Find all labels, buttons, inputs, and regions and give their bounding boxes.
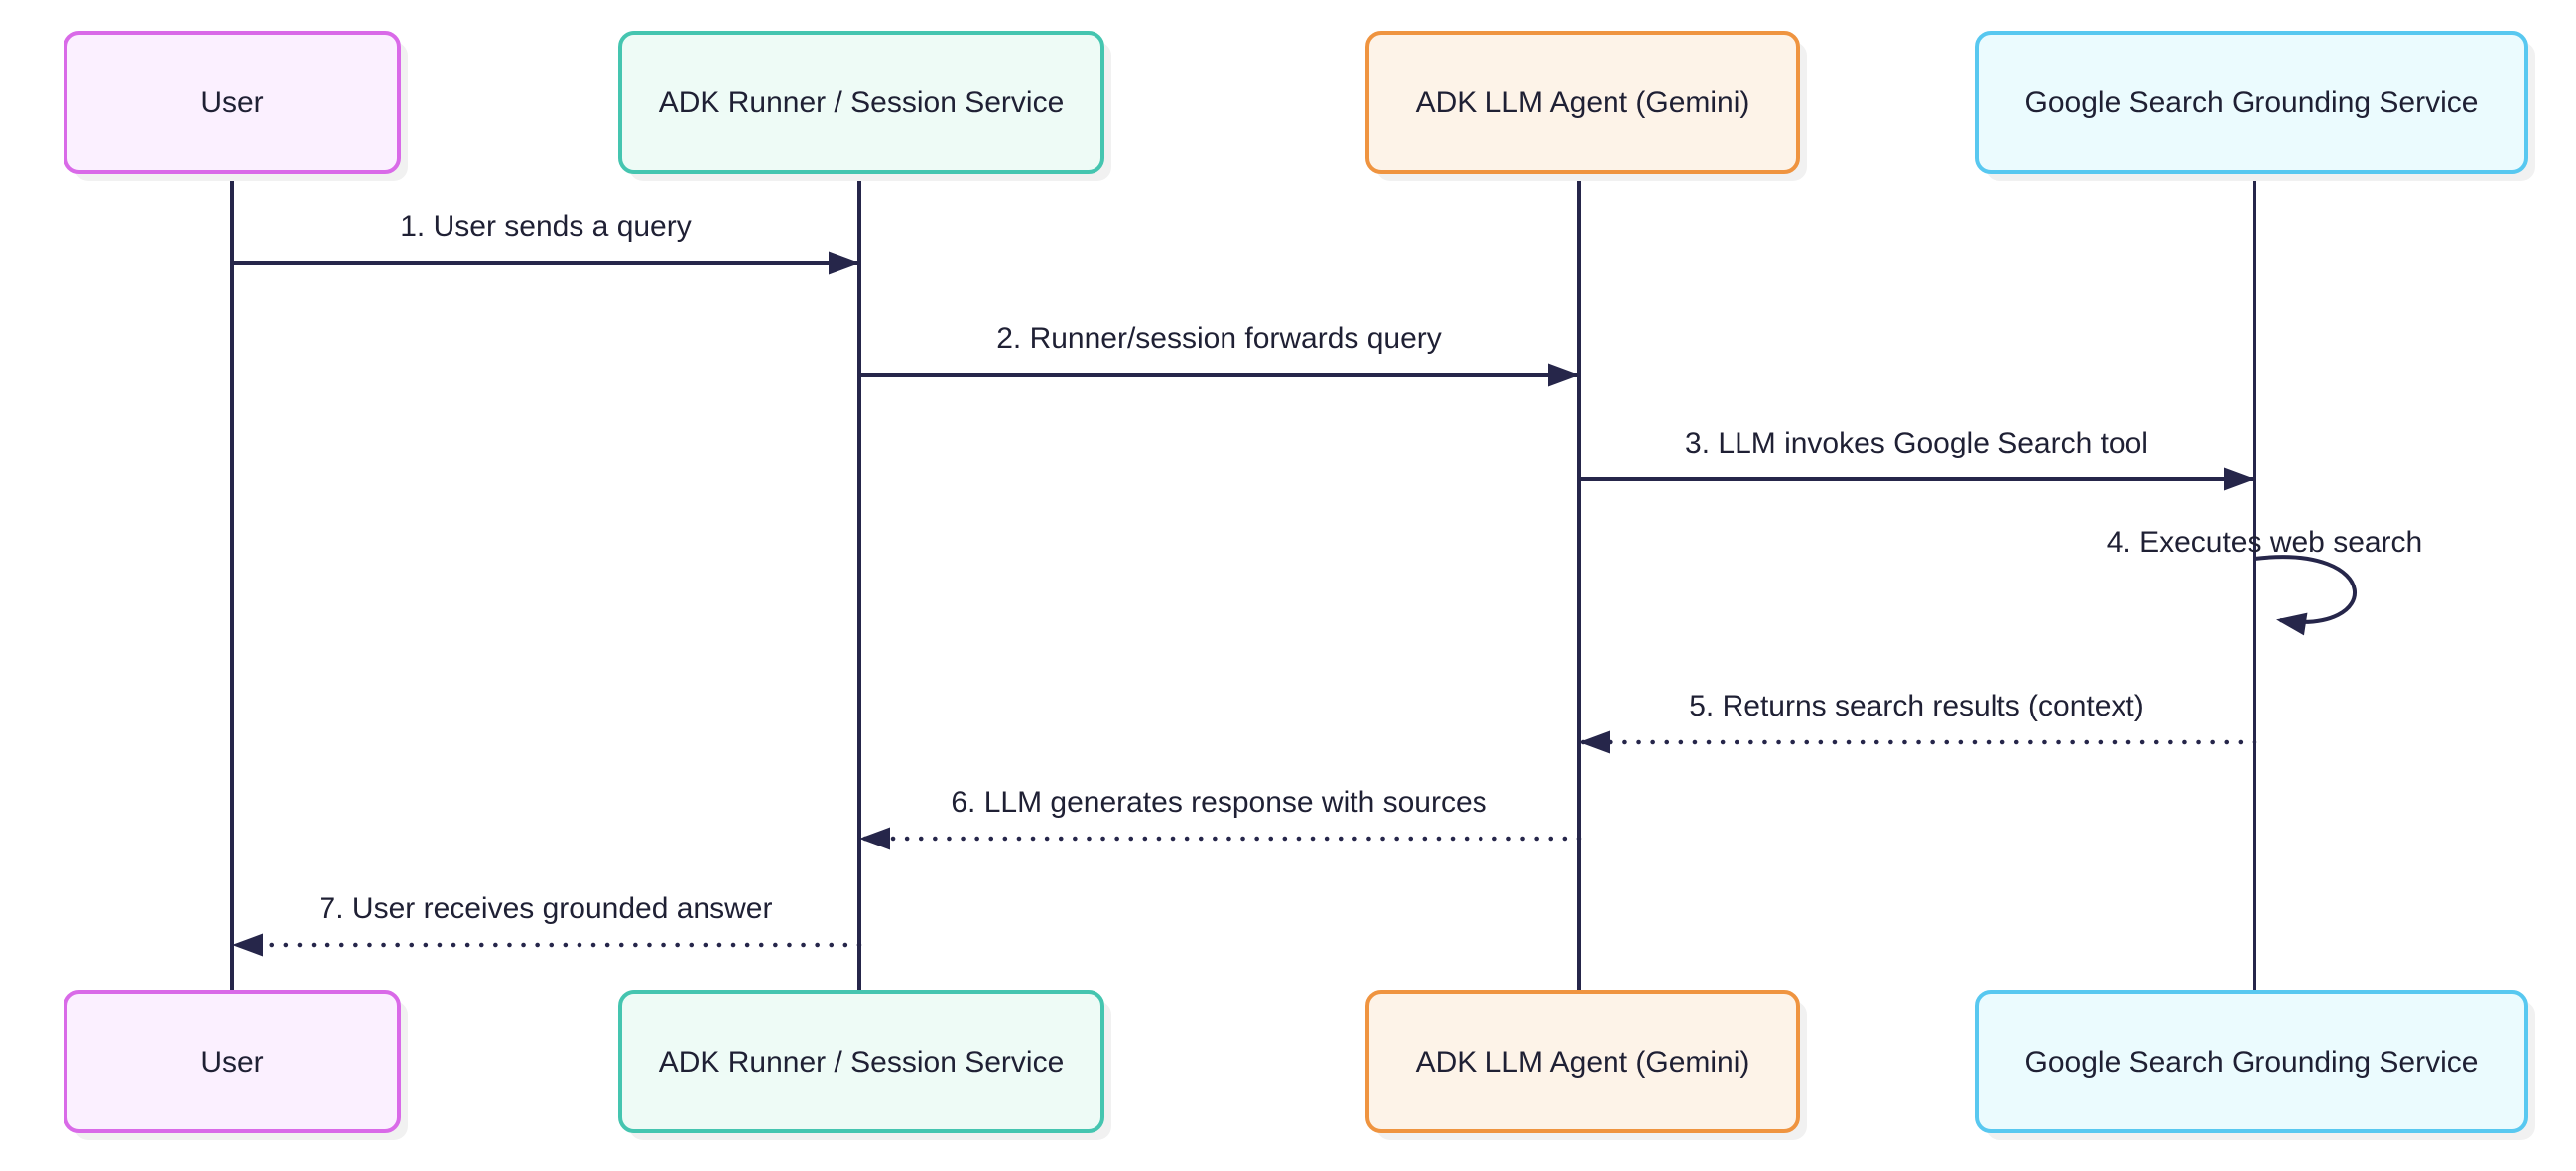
actor-box-search-bottom[interactable]: Google Search Grounding Service	[1975, 990, 2535, 1140]
actor-box-rect[interactable]	[1365, 31, 1800, 174]
actor-box-runner-top[interactable]: ADK Runner / Session Service	[618, 31, 1111, 181]
message-2[interactable]: 2. Runner/session forwards query	[859, 323, 1579, 387]
actor-box-rect[interactable]	[64, 31, 401, 174]
actor-box-rect[interactable]	[618, 31, 1104, 174]
message-5[interactable]: 5. Returns search results (context)	[1578, 690, 2257, 754]
actor-label-runner: ADK Runner / Session Service	[659, 86, 1065, 119]
message-label-3: 3. LLM invokes Google Search tool	[1685, 427, 2148, 459]
actor-box-user-bottom[interactable]: User	[64, 990, 408, 1140]
actor-box-user-top[interactable]: User	[64, 31, 408, 181]
actor-box-rect[interactable]	[1975, 990, 2528, 1133]
actor-label-search: Google Search Grounding Service	[2025, 1046, 2479, 1079]
actor-box-rect[interactable]	[1365, 990, 1800, 1133]
actor-box-rect[interactable]	[64, 990, 401, 1133]
actor-label-agent: ADK LLM Agent (Gemini)	[1416, 1046, 1750, 1079]
actor-box-rect[interactable]	[618, 990, 1104, 1133]
message-1[interactable]: 1. User sends a query	[232, 210, 859, 275]
message-7[interactable]: 7. User receives grounded answer	[231, 892, 862, 957]
message-label-7: 7. User receives grounded answer	[320, 892, 773, 925]
lifelines-group	[230, 172, 2256, 992]
actor-box-agent-bottom[interactable]: ADK LLM Agent (Gemini)	[1365, 990, 1807, 1140]
message-label-4: 4. Executes web search	[2107, 526, 2423, 559]
message-label-5: 5. Returns search results (context)	[1689, 690, 2144, 722]
message-label-1: 1. User sends a query	[400, 210, 691, 243]
actor-box-search-top[interactable]: Google Search Grounding Service	[1975, 31, 2535, 181]
actor-label-agent: ADK LLM Agent (Gemini)	[1416, 86, 1750, 119]
message-3[interactable]: 3. LLM invokes Google Search tool	[1579, 427, 2254, 491]
actor-label-search: Google Search Grounding Service	[2025, 86, 2479, 119]
actor-label-user: User	[200, 1046, 263, 1079]
message-label-6: 6. LLM generates response with sources	[951, 786, 1486, 819]
actor-label-runner: ADK Runner / Session Service	[659, 1046, 1065, 1079]
actor-box-rect[interactable]	[1975, 31, 2528, 174]
actor-box-runner-bottom[interactable]: ADK Runner / Session Service	[618, 990, 1111, 1140]
actor-label-user: User	[200, 86, 263, 119]
message-self-loop-path	[2254, 555, 2357, 636]
message-label-2: 2. Runner/session forwards query	[996, 323, 1442, 355]
actor-box-agent-top[interactable]: ADK LLM Agent (Gemini)	[1365, 31, 1807, 181]
message-4[interactable]: 4. Executes web search	[2107, 526, 2423, 636]
message-6[interactable]: 6. LLM generates response with sources	[858, 786, 1582, 850]
messages-group: 1. User sends a query 2. Runner/session f…	[231, 210, 2423, 957]
